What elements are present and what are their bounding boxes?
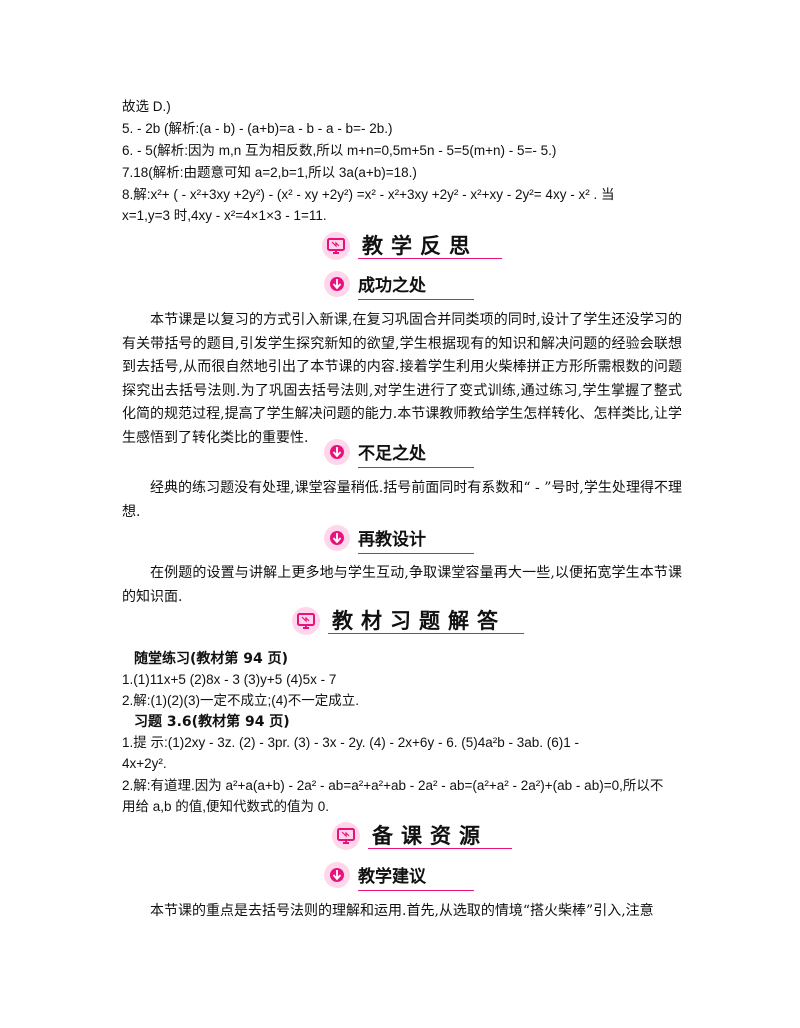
exercise-heading: 习题 3.6(教材第 94 页)	[134, 714, 290, 730]
section-underline	[328, 633, 524, 634]
suggestion-paragraph: 本节课的重点是去括号法则的理解和运用.首先,从选取的情境“搭火柴棒”引入,注意	[122, 900, 682, 924]
subheader-shortfall: 不足之处	[324, 437, 474, 471]
subheader-title: 不足之处	[358, 444, 426, 464]
subheader-underline	[358, 467, 474, 468]
paragraph-text: 本节课是以复习的方式引入新课,在复习巩固合并同类项的同时,设计了学生还没学习的有…	[122, 312, 682, 446]
answer-line: 故选 D.)	[122, 99, 171, 114]
subheader-redesign: 再教设计	[324, 523, 474, 557]
monitor-icon	[322, 232, 350, 260]
subheader-title: 教学建议	[358, 867, 426, 887]
down-arrow-icon	[324, 271, 350, 297]
exercise-line: 2.解:有道理.因为 a²+a(a+b) - 2a² - ab=a²+a²+ab…	[122, 778, 664, 793]
success-paragraph: 本节课是以复习的方式引入新课,在复习巩固合并同类项的同时,设计了学生还没学习的有…	[122, 309, 682, 450]
subheader-underline	[358, 890, 474, 891]
answer-line: 5. - 2b (解析:(a - b) - (a+b)=a - b - a - …	[122, 121, 393, 136]
subheader-title: 再教设计	[358, 530, 426, 550]
paragraph-text: 本节课的重点是去括号法则的理解和运用.首先,从选取的情境“搭火柴棒”引入,注意	[150, 903, 654, 919]
down-arrow-icon	[324, 525, 350, 551]
shortfall-paragraph: 经典的练习题没有处理,课堂容量稍低.括号前面同时有系数和“ - ”号时,学生处理…	[122, 477, 682, 524]
paragraph-text: 经典的练习题没有处理,课堂容量稍低.括号前面同时有系数和“ - ”号时,学生处理…	[122, 480, 682, 520]
practice-line: 1.(1)11x+5 (2)8x - 3 (3)y+5 (4)5x - 7	[122, 672, 337, 687]
section-header-reflection: 教学反思	[322, 228, 502, 272]
section-title: 教学反思	[362, 233, 478, 258]
subheader-title: 成功之处	[358, 276, 426, 296]
subheader-suggestion: 教学建议	[324, 860, 474, 894]
practice-line: 2.解:(1)(2)(3)一定不成立;(4)不一定成立.	[122, 693, 360, 708]
subheader-success: 成功之处	[324, 269, 474, 303]
section-underline	[358, 258, 502, 259]
exercise-line: 1.提 示:(1)2xy - 3z. (2) - 3pr. (3) - 3x -…	[122, 735, 579, 750]
answer-line: 6. - 5(解析:因为 m,n 互为相反数,所以 m+n=0,5m+5n - …	[122, 143, 557, 158]
section-header-resources: 备课资源	[332, 818, 512, 862]
section-title: 备课资源	[372, 823, 488, 848]
practice-heading: 随堂练习(教材第 94 页)	[134, 651, 289, 667]
redesign-paragraph: 在例题的设置与讲解上更多地与学生互动,争取课堂容量再大一些,以便拓宽学生本节课的…	[122, 562, 682, 609]
exercise-line: 4x+2y².	[122, 756, 167, 771]
down-arrow-icon	[324, 439, 350, 465]
monitor-icon	[292, 607, 320, 635]
subheader-underline	[358, 299, 474, 300]
paragraph-text: 在例题的设置与讲解上更多地与学生互动,争取课堂容量再大一些,以便拓宽学生本节课的…	[122, 565, 682, 605]
monitor-icon	[332, 822, 360, 850]
subheader-underline	[358, 553, 474, 554]
answer-line: 7.18(解析:由题意可知 a=2,b=1,所以 3a(a+b)=18.)	[122, 165, 417, 180]
section-title: 教材习题解答	[332, 608, 506, 633]
exercise-line: 用给 a,b 的值,便知代数式的值为 0.	[122, 799, 330, 814]
answer-line: x=1,y=3 时,4xy - x²=4×1×3 - 1=11.	[122, 208, 327, 223]
section-underline	[368, 848, 512, 849]
down-arrow-icon	[324, 862, 350, 888]
answer-line: 8.解:x²+ ( - x²+3xy +2y²) - (x² - xy +2y²…	[122, 187, 615, 202]
section-header-answers: 教材习题解答	[292, 603, 532, 647]
